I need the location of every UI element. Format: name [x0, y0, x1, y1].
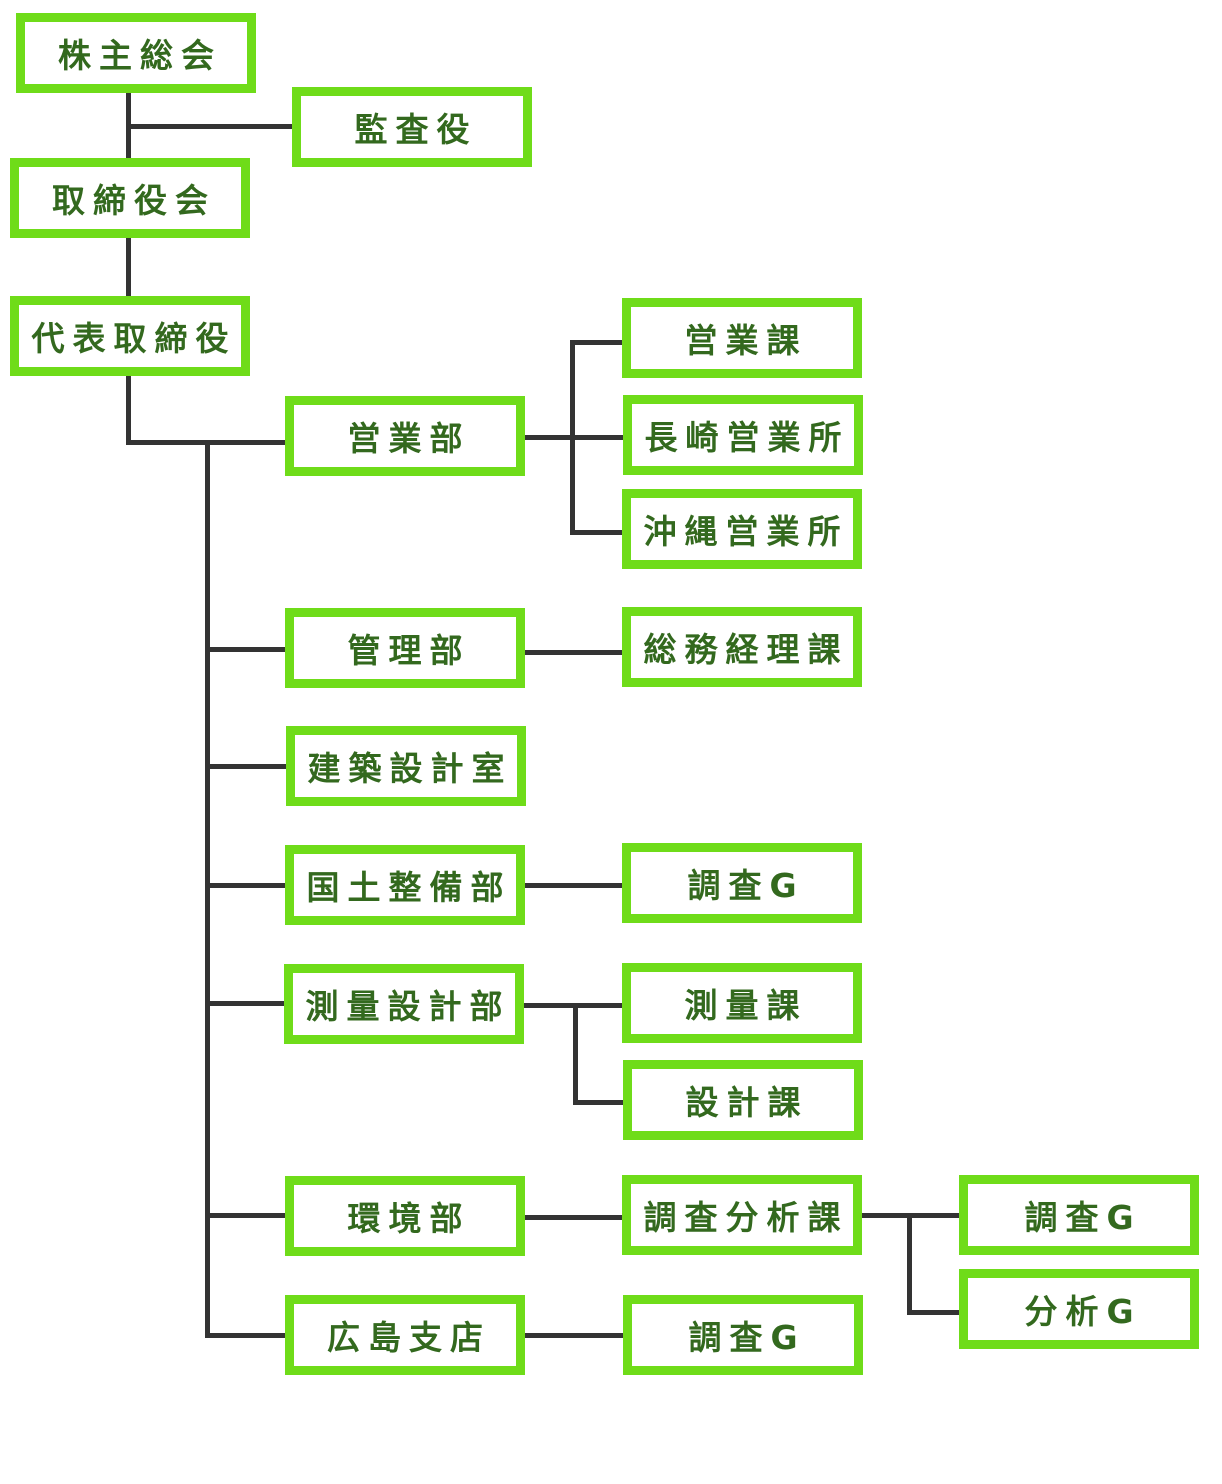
sales-section-box: 営業課 — [622, 298, 862, 378]
connector-line — [205, 1001, 290, 1006]
connector-line — [570, 340, 626, 345]
sales-dept-box: 営業部 — [285, 396, 525, 476]
nagasaki-office-box: 長崎営業所 — [623, 395, 863, 475]
hiroshima-branch-box: 広島支店 — [285, 1295, 525, 1375]
land-dev-survey-group-box: 調査G — [622, 843, 862, 923]
connector-line — [126, 236, 131, 298]
survey-design-dept-box: 測量設計部 — [284, 964, 524, 1044]
connector-line — [205, 647, 290, 652]
connector-line — [205, 1213, 290, 1218]
hiroshima-survey-group-box: 調査G — [623, 1295, 863, 1375]
connector-line — [205, 440, 210, 1338]
architecture-office-box: 建築設計室 — [286, 726, 526, 806]
connector-line — [570, 530, 626, 535]
environment-dept-box: 環境部 — [285, 1176, 525, 1256]
connector-line — [907, 1310, 962, 1315]
connector-line — [573, 1100, 626, 1105]
connector-line — [126, 124, 296, 129]
connector-line — [126, 373, 131, 445]
analysis-group-box: 分析G — [959, 1269, 1199, 1349]
surveying-section-box: 測量課 — [622, 963, 862, 1043]
auditor-box: 監査役 — [292, 87, 532, 167]
survey-group-box: 調査G — [959, 1175, 1199, 1255]
shareholders-meeting-box: 株主総会 — [16, 13, 256, 93]
connector-line — [205, 764, 290, 769]
connector-line — [907, 1213, 912, 1315]
land-development-dept-box: 国土整備部 — [285, 845, 525, 925]
connector-line — [520, 1333, 626, 1338]
connector-line — [573, 1003, 578, 1105]
connector-line — [205, 883, 290, 888]
board-of-directors-box: 取締役会 — [10, 158, 250, 238]
connector-line — [520, 883, 626, 888]
general-affairs-accounting-box: 総務経理課 — [622, 607, 862, 687]
survey-analysis-section-box: 調査分析課 — [622, 1175, 862, 1255]
admin-dept-box: 管理部 — [285, 608, 525, 688]
connector-line — [520, 1215, 626, 1220]
representative-director-box: 代表取締役 — [10, 296, 250, 376]
connector-line — [520, 650, 626, 655]
connector-line — [205, 1333, 290, 1338]
design-section-box: 設計課 — [623, 1060, 863, 1140]
connector-line — [570, 340, 575, 535]
okinawa-office-box: 沖縄営業所 — [622, 489, 862, 569]
